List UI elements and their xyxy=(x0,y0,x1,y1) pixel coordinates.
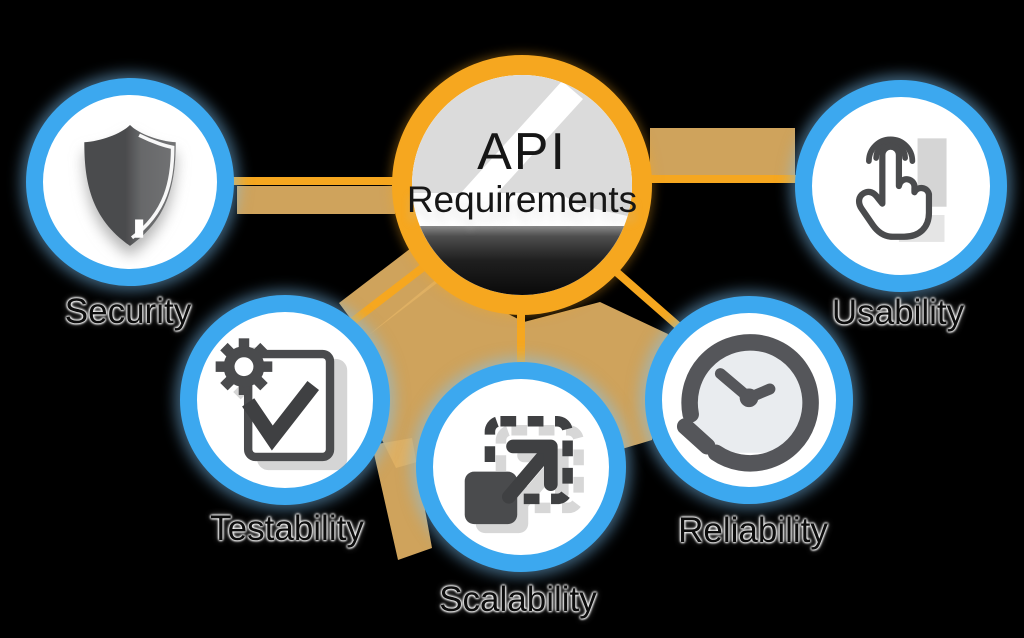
api-hub-graphic xyxy=(412,75,632,295)
node-testability xyxy=(180,295,390,505)
node-api-hub: API Requirements xyxy=(392,55,652,315)
connector-line xyxy=(601,258,689,336)
connector-glow-left xyxy=(237,186,395,214)
node-reliability xyxy=(645,296,853,504)
tap-gesture-icon xyxy=(855,136,947,242)
reliability-label: Reliability xyxy=(678,511,828,550)
hub-title-line1: API xyxy=(477,123,567,181)
security-label: Security xyxy=(64,292,192,331)
connector-glow-right xyxy=(650,128,795,179)
clock-history-icon xyxy=(676,334,819,472)
shield-icon xyxy=(84,125,176,246)
expand-arrow-icon xyxy=(464,415,573,525)
gear-icon xyxy=(215,338,273,395)
scalability-label: Scalability xyxy=(439,580,597,619)
arrowhead xyxy=(676,418,716,455)
node-usability xyxy=(795,80,1007,292)
connector-line xyxy=(348,258,434,326)
hub-title: API Requirements xyxy=(407,63,637,283)
node-scalability xyxy=(416,362,626,572)
node-security xyxy=(26,78,234,286)
checkmark-icon xyxy=(242,381,320,451)
clipboard-gear-check-icon xyxy=(215,338,335,462)
usability-label: Usability xyxy=(831,293,965,332)
testability-label: Testability xyxy=(210,509,364,548)
hub-title-line2: Requirements xyxy=(406,179,638,220)
